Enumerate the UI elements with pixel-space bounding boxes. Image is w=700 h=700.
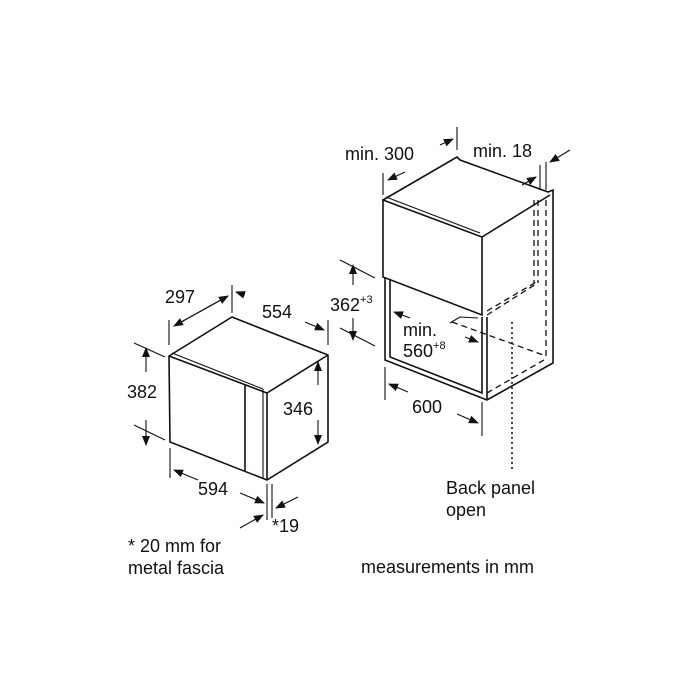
footnote-line1: * 20 mm for xyxy=(128,536,221,556)
cabinet-drawing xyxy=(339,127,571,470)
dim-594: 594 xyxy=(198,479,228,499)
dim-fascia: *19 xyxy=(272,516,299,536)
niche-height-tolerance: +3 xyxy=(360,294,373,306)
dim-297: 297 xyxy=(165,287,195,307)
dim-362: 362+3 xyxy=(330,294,373,315)
dim-560: 560+8 xyxy=(403,340,446,361)
dim-min-18: min. 18 xyxy=(473,141,532,161)
dim-min-label: min. xyxy=(403,320,437,340)
dim-min-300: min. 300 xyxy=(345,144,414,164)
dim-554: 554 xyxy=(262,302,292,322)
niche-width-value: 560 xyxy=(403,341,433,361)
back-panel-line1: Back panel xyxy=(446,478,535,498)
back-panel-line2: open xyxy=(446,500,486,520)
units-note: measurements in mm xyxy=(361,557,534,577)
dim-600: 600 xyxy=(412,397,442,417)
microwave-drawing xyxy=(133,285,329,529)
dim-382: 382 xyxy=(127,382,157,402)
niche-height-value: 362 xyxy=(330,295,360,315)
dim-346: 346 xyxy=(283,399,313,419)
niche-width-tolerance: +8 xyxy=(433,340,446,352)
footnote-line2: metal fascia xyxy=(128,558,225,578)
